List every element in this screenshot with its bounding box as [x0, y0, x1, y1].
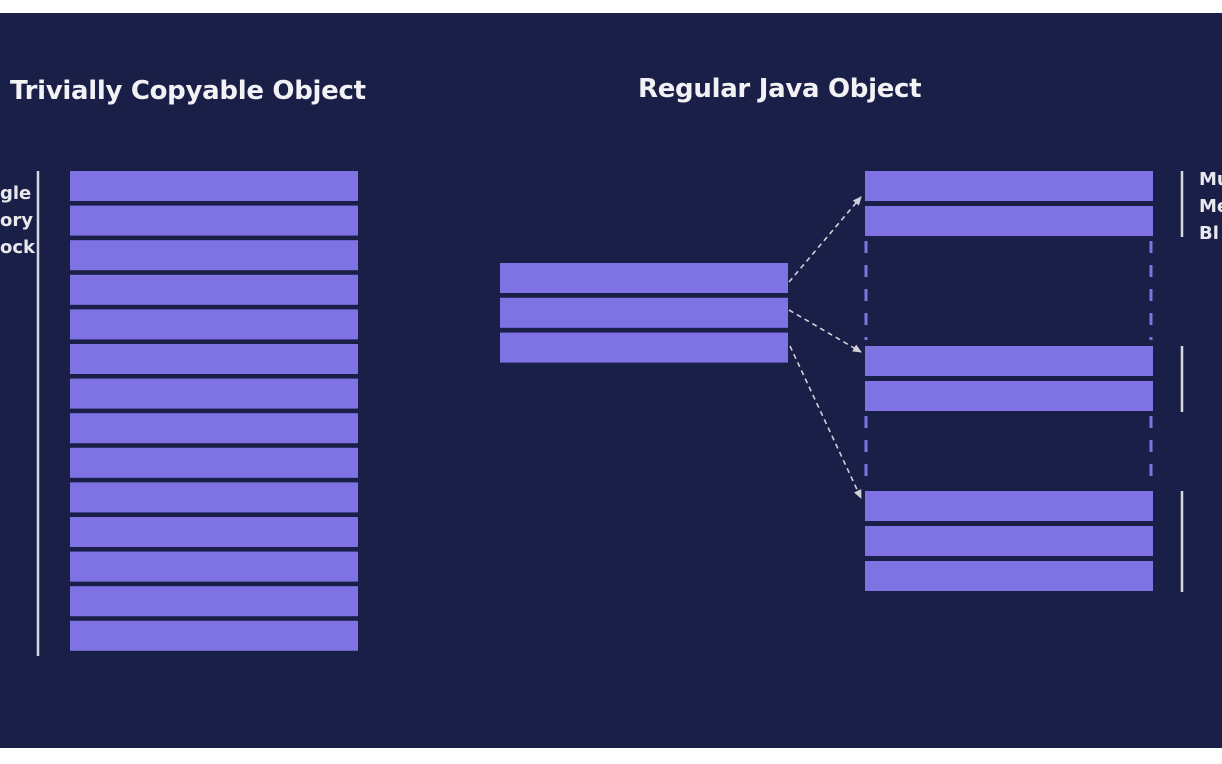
left-side-label-line: gle — [0, 183, 32, 204]
right-side-label-line: Bl — [1199, 223, 1219, 244]
memory-cell — [70, 620, 358, 651]
memory-cell — [70, 447, 358, 478]
reference-arrow — [788, 309, 862, 353]
right-side-label: Mu Me Bl — [1199, 166, 1222, 247]
right-title: Regular Java Object — [638, 74, 922, 104]
reference-arrow — [788, 196, 862, 283]
memory-cell — [70, 205, 358, 236]
memory-cell — [70, 274, 358, 305]
object-field — [500, 332, 788, 363]
memory-cell — [70, 309, 358, 340]
memory-cell — [865, 206, 1153, 236]
memory-cell — [70, 171, 358, 201]
memory-cell — [70, 482, 358, 513]
right-side-label-line: Me — [1199, 196, 1222, 217]
memory-cell — [865, 561, 1153, 591]
left-side-label-line: ock — [0, 237, 36, 258]
memory-cell — [70, 344, 358, 374]
memory-cell — [70, 413, 358, 444]
memory-cell — [865, 491, 1153, 521]
memory-cell — [865, 381, 1153, 411]
reference-arrow — [789, 345, 862, 499]
memory-cell — [70, 517, 358, 547]
memory-cell — [865, 171, 1153, 201]
object-field — [500, 263, 788, 293]
memory-cell — [70, 586, 358, 617]
left-title: Trivially Copyable Object — [10, 76, 366, 106]
left-side-label-line: ory — [0, 210, 33, 231]
memory-cell — [70, 240, 358, 271]
object-field — [500, 297, 788, 328]
left-side-label: gle ory ock — [0, 180, 35, 261]
memory-cell — [865, 346, 1153, 376]
memory-cell — [70, 551, 358, 582]
memory-cell — [865, 526, 1153, 556]
memory-cell — [70, 378, 358, 409]
right-side-label-line: Mu — [1199, 169, 1222, 190]
